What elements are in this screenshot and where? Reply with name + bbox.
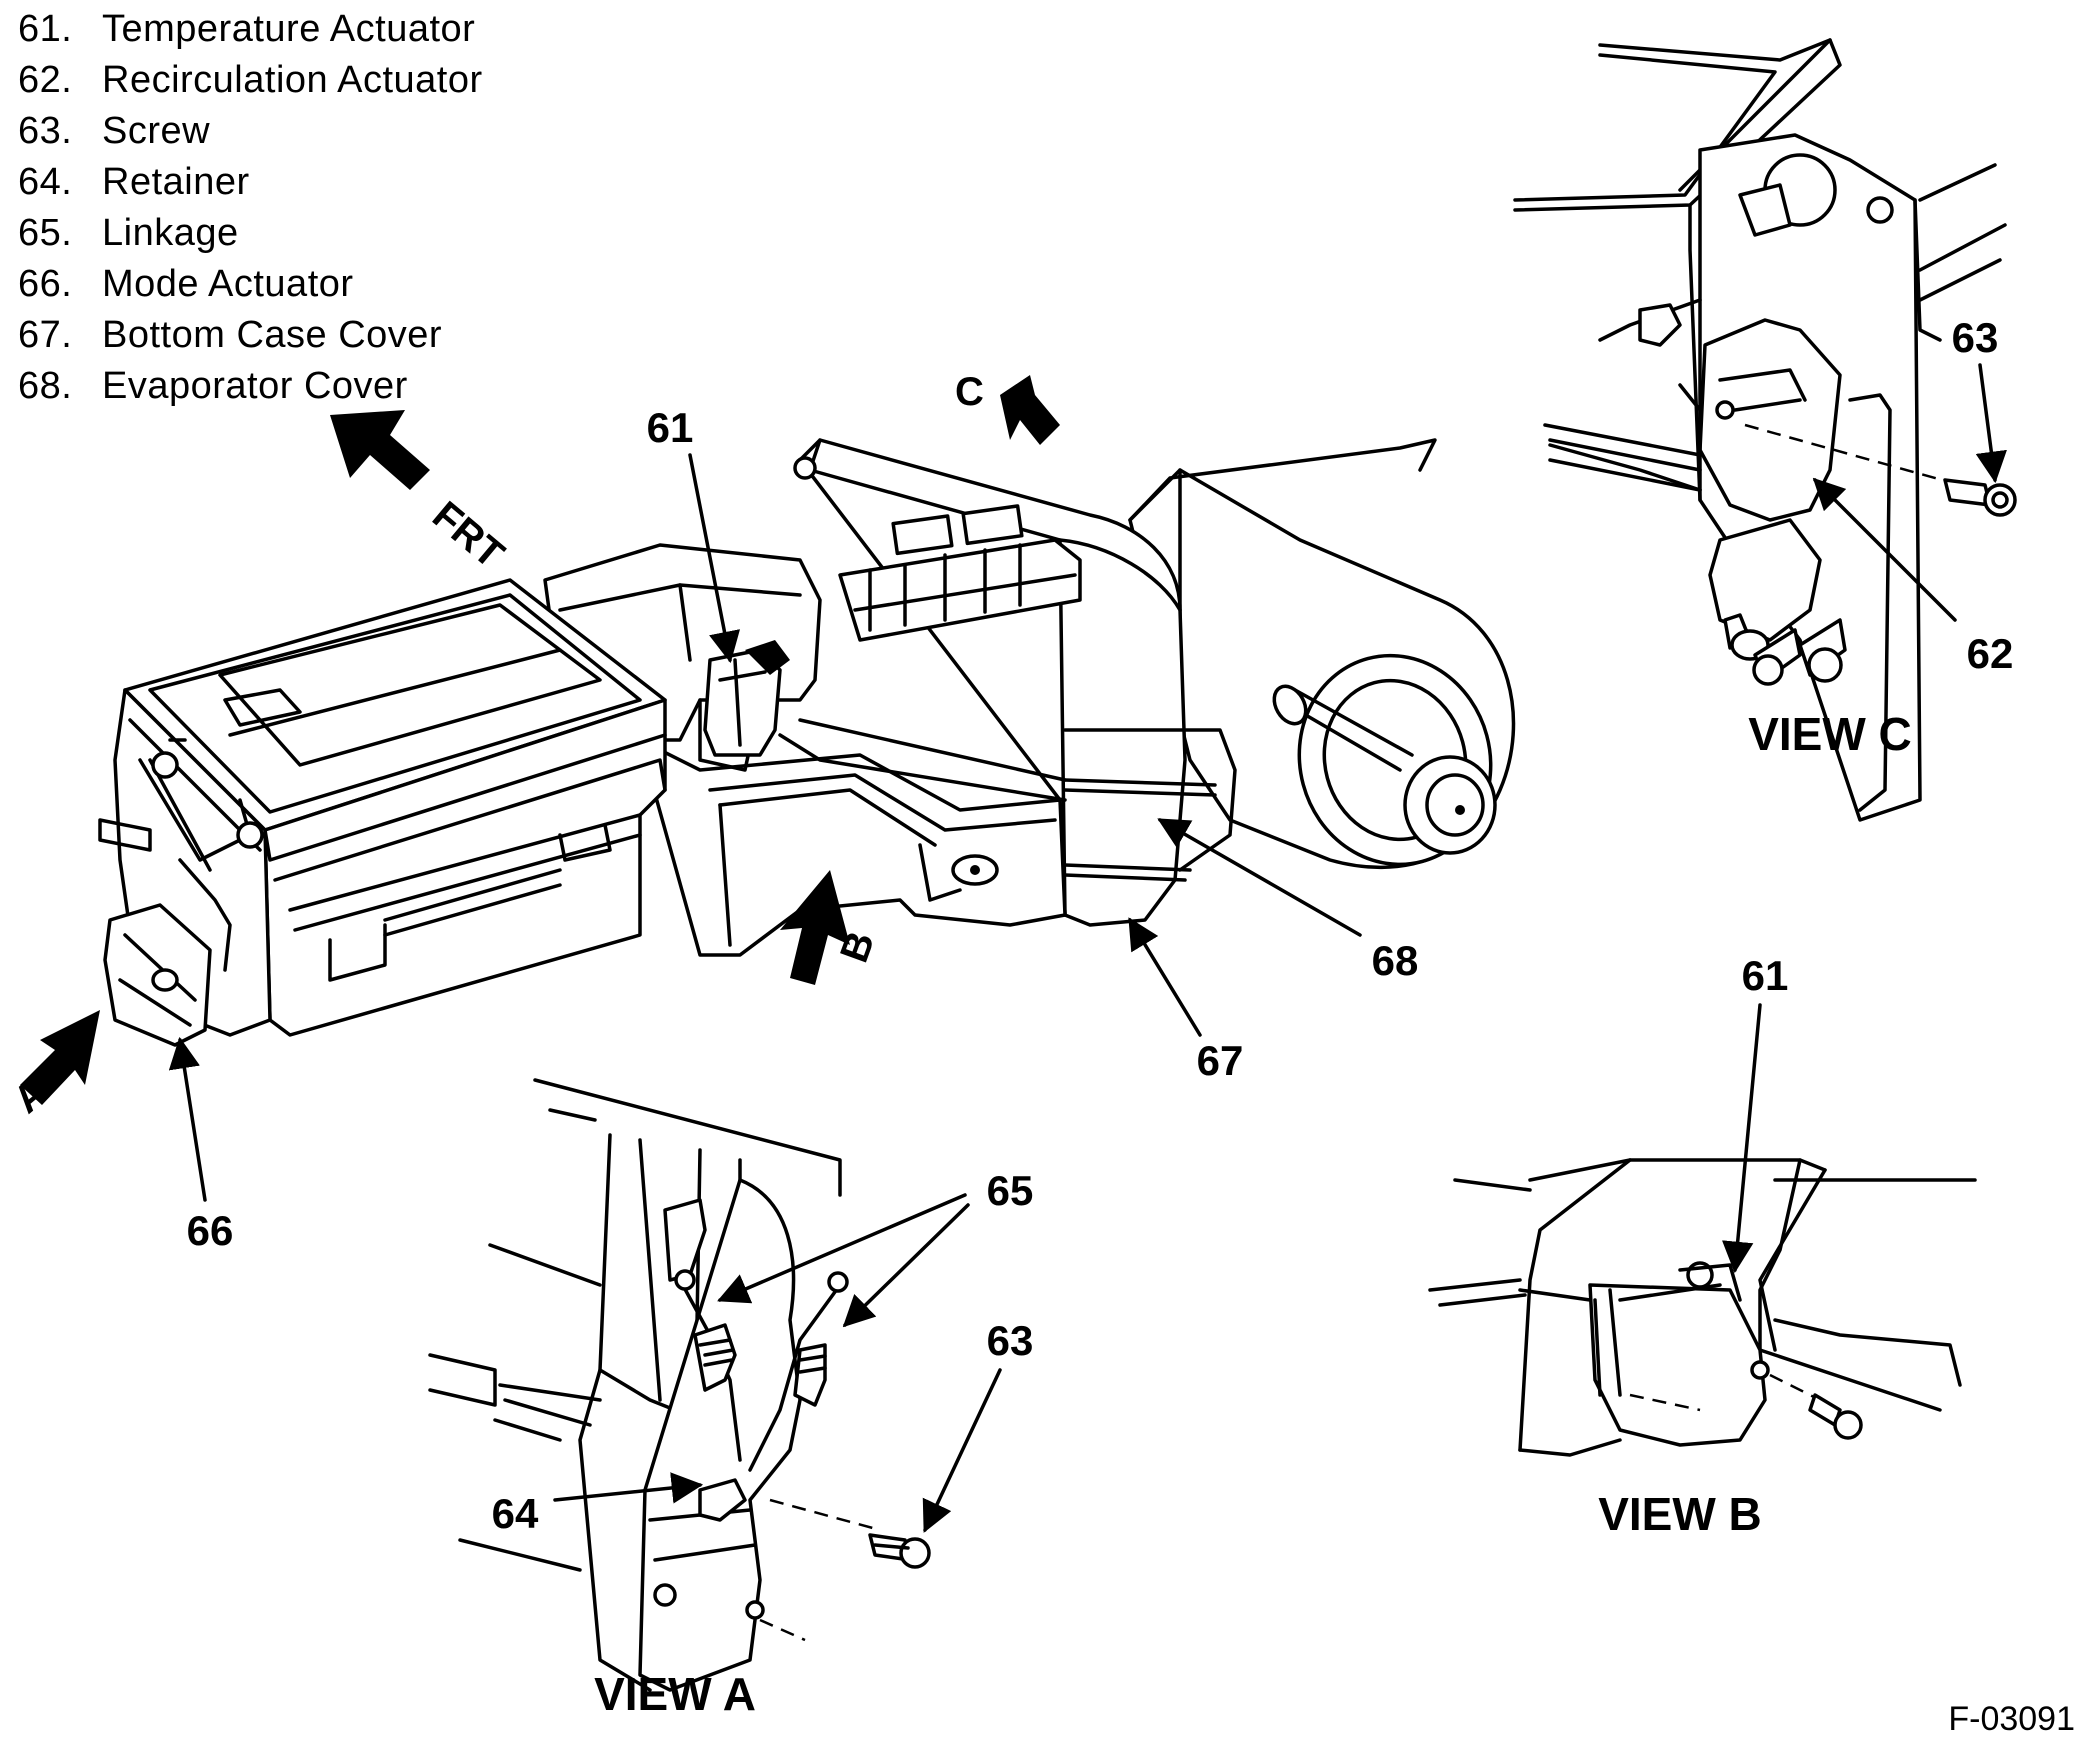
legend-item: 64.Retainer [18,161,250,203]
leader-65-a [717,1193,967,1304]
legend-item: 63.Screw [18,110,211,152]
view-a: 65 63 64 VIEW A [428,1078,1034,1720]
legend-item: 61.Temperature Actuator [18,8,476,50]
leader-61 [688,453,741,664]
leader-68 [1157,818,1362,937]
view-b-title: VIEW B [1598,1488,1762,1540]
view-c: 63 62 VIEW C [1513,38,2017,822]
figure-id: F-03091 [1948,1700,2075,1738]
view-a-callout-63: 63 [987,1317,1034,1364]
heater-case [98,578,667,1047]
legend-item: 68.Evaporator Cover [18,365,408,407]
leader-61-b [1721,1003,1762,1274]
parts-legend: 61.Temperature Actuator 62.Recirculation… [18,4,483,412]
blower-housing [1128,438,1516,870]
view-c-callout-62: 62 [1967,630,2014,677]
view-c-callout-63: 63 [1952,314,1999,361]
frt-label: FRT [424,493,512,577]
leader-66 [168,1036,207,1202]
legend-item: 62.Recirculation Actuator [18,59,483,101]
view-a-title: VIEW A [594,1668,756,1720]
view-c-arrow: C [955,370,1060,445]
view-b-callout-61: 61 [1742,952,1789,999]
view-a-callout-64: 64 [492,1490,539,1537]
callout-68: 68 [1372,937,1419,984]
legend-item: 65.Linkage [18,212,239,254]
view-c-title: VIEW C [1748,708,1912,760]
leader-63-c [1975,363,2007,484]
view-c-direction-label: C [955,370,984,414]
leader-63-a [922,1368,1002,1533]
leader-64 [553,1472,704,1504]
frt-arrow: FRT [330,410,512,577]
leader-67 [1128,917,1202,1037]
legend-item: 67.Bottom Case Cover [18,314,443,356]
hvac-module-assembly: 61 66 67 68 FRT A B [6,370,1516,1254]
legend-item: 66.Mode Actuator [18,263,354,305]
evaporator-case [793,438,1237,927]
lower-duct [638,738,1067,957]
callout-67: 67 [1197,1037,1244,1084]
view-a-callout-65: 65 [987,1167,1034,1214]
view-b-direction-label: B [832,926,883,968]
leader-62 [1812,477,1957,622]
view-b: 61 VIEW B [1428,952,1977,1540]
callout-66: 66 [187,1207,234,1254]
view-a-arrow: A [6,1010,100,1122]
callout-61: 61 [647,404,694,451]
leader-65-b [842,1203,970,1328]
